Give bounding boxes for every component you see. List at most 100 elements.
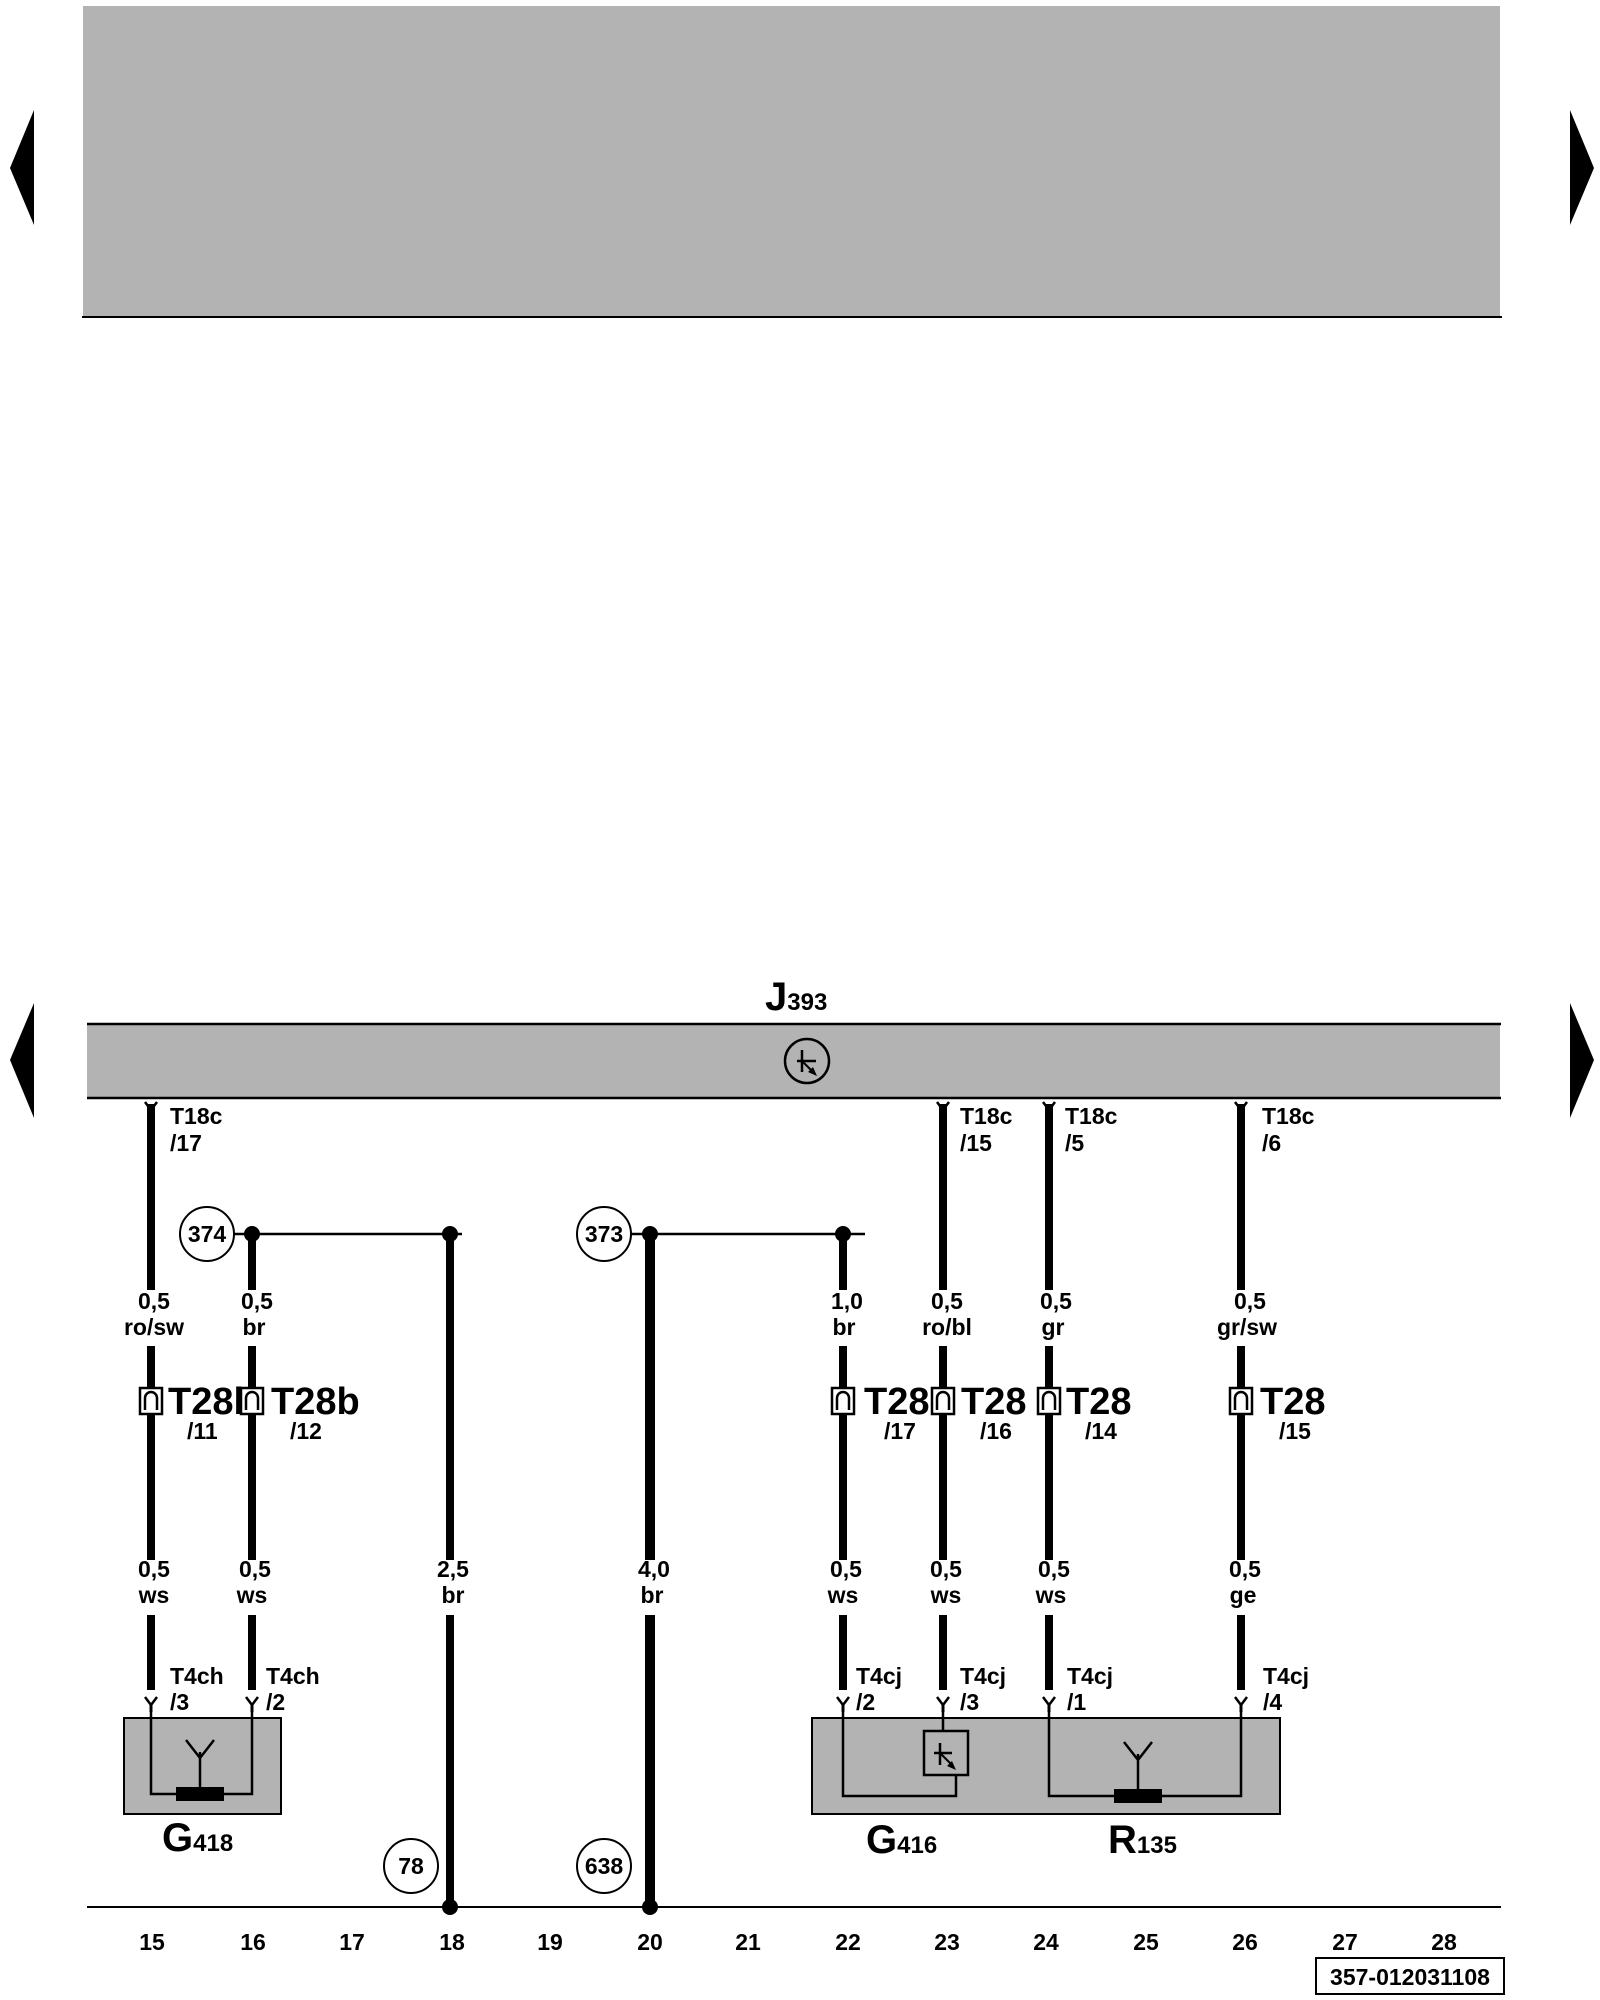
antenna-icon [185,1739,215,1787]
connector-label: T28 [1260,1381,1325,1423]
plug-connector-icon [1041,1390,1057,1410]
wire-size: 0,5 [138,1556,170,1582]
next-page-arrow-bottom[interactable] [1570,1003,1594,1118]
connector-pin: /5 [1065,1130,1084,1156]
connector-label: T28b [271,1381,360,1423]
upper-panel [83,6,1500,317]
g418-label: G418 [162,1816,233,1860]
connector-label: T4ch [170,1663,224,1689]
junction-dot [442,1899,458,1915]
connector-label: T18c [1065,1103,1118,1129]
heater-element-icon [176,1787,224,1801]
connector-pin-icon [144,1101,158,1113]
connector-pin: /6 [1262,1130,1281,1156]
connector-pin: /4 [1263,1689,1282,1715]
connector-pin-icon [245,1696,259,1708]
diagram-code: 357-012031108 [1330,1964,1490,1990]
connector-pin-icon [1234,1696,1248,1708]
diagram-code-box [1315,1957,1505,1995]
plug-connector-icon [143,1390,159,1410]
track-number: 23 [934,1929,960,1955]
wire-color: br [442,1582,465,1608]
track-number: 16 [240,1929,266,1955]
track-number: 17 [339,1929,365,1955]
wire-color: gr/sw [1217,1314,1277,1340]
wire-color: br [833,1314,856,1340]
r135-label: R135 [1108,1818,1177,1862]
track-number: 20 [637,1929,663,1955]
track-number: 21 [735,1929,761,1955]
track-number: 24 [1033,1929,1059,1955]
connector-pin: /1 [1067,1689,1086,1715]
reference-circles: 374 373 78 638 [179,1206,632,1894]
j393-label: J393 [765,975,827,1019]
track-numbers: 15 16 17 18 19 20 21 22 23 24 25 26 27 2… [139,1929,1457,1955]
g416-r135-unit [811,1717,1281,1815]
upper-wire-specs: 0,5 ro/sw 0,5 br 1,0 br 0,5 ro/bl 0,5 gr… [124,1288,1277,1340]
connector-pin: /17 [884,1418,916,1444]
wire-size: 4,0 [638,1556,670,1582]
track-number: 15 [139,1929,165,1955]
connector-pin-icon [1042,1101,1056,1113]
connector-pin-icon [936,1101,950,1113]
connector-pin: /3 [170,1689,189,1715]
wire-size: 0,5 [239,1556,271,1582]
wire-size: 0,5 [1040,1288,1072,1314]
mid-connector-labels: T28b /11 T28b /12 T28 /17 T28 /16 T28 /1… [168,1381,1325,1444]
ground-ref-373: 373 [585,1221,623,1247]
next-page-arrow-top[interactable] [1570,110,1594,225]
connector-pin-icon [1042,1696,1056,1708]
electronic-symbol-icon [783,1037,831,1085]
connector-label: T18c [960,1103,1013,1129]
wire-color: ws [930,1582,962,1608]
connector-label: T4cj [960,1663,1006,1689]
prev-page-arrow-top[interactable] [10,110,34,225]
track-number: 19 [537,1929,563,1955]
wire-size: 0,5 [1234,1288,1266,1314]
connector-pin: /12 [290,1418,322,1444]
wire-color: ro/bl [922,1314,972,1340]
connector-label: T28 [961,1381,1026,1423]
connector-label: T4cj [856,1663,902,1689]
j393-control-unit [87,1024,1500,1098]
connector-label: T4cj [1067,1663,1113,1689]
wire-size: 0,5 [931,1288,963,1314]
wire-layer [138,1101,1254,1915]
connector-pin: /3 [960,1689,979,1715]
top-connector-labels: T18c /17 T18c /15 T18c /5 T18c /6 [170,1103,1315,1156]
connector-pin-icon [836,1696,850,1708]
wire-size: 1,0 [831,1288,863,1314]
prev-page-arrow-bottom[interactable] [10,1003,34,1118]
internal-wiring [841,1712,958,1798]
wire-size: 0,5 [830,1556,862,1582]
connector-label: T4cj [1263,1663,1309,1689]
ref-638: 638 [585,1853,624,1879]
connector-label: T4ch [266,1663,320,1689]
connector-label: T28 [1066,1381,1131,1423]
track-number: 26 [1232,1929,1258,1955]
connector-pin: /16 [980,1418,1012,1444]
connector-pin-icon [144,1696,158,1708]
connector-label: T28 [864,1381,929,1423]
connector-label: T18c [1262,1103,1315,1129]
heater-element-icon [1114,1789,1162,1803]
wire-color: ws [138,1582,170,1608]
track-number: 25 [1133,1929,1159,1955]
connector-pin: /17 [170,1130,202,1156]
wire-size: 0,5 [930,1556,962,1582]
wire-size: 0,5 [241,1288,273,1314]
wire-color: ws [236,1582,268,1608]
connector-pin: /15 [1279,1418,1311,1444]
connector-pin: /2 [856,1689,875,1715]
wire-color: ws [1035,1582,1067,1608]
ref-78: 78 [398,1853,424,1879]
track-number: 27 [1332,1929,1358,1955]
wire-color: ro/sw [124,1314,184,1340]
wire-size: 2,5 [437,1556,469,1582]
connector-pin: /14 [1085,1418,1117,1444]
connector-pin-icon [1234,1101,1248,1113]
plug-connector-icon [835,1390,851,1410]
connector-pin-icon [936,1696,950,1708]
track-number: 18 [439,1929,465,1955]
wire-color: br [641,1582,664,1608]
